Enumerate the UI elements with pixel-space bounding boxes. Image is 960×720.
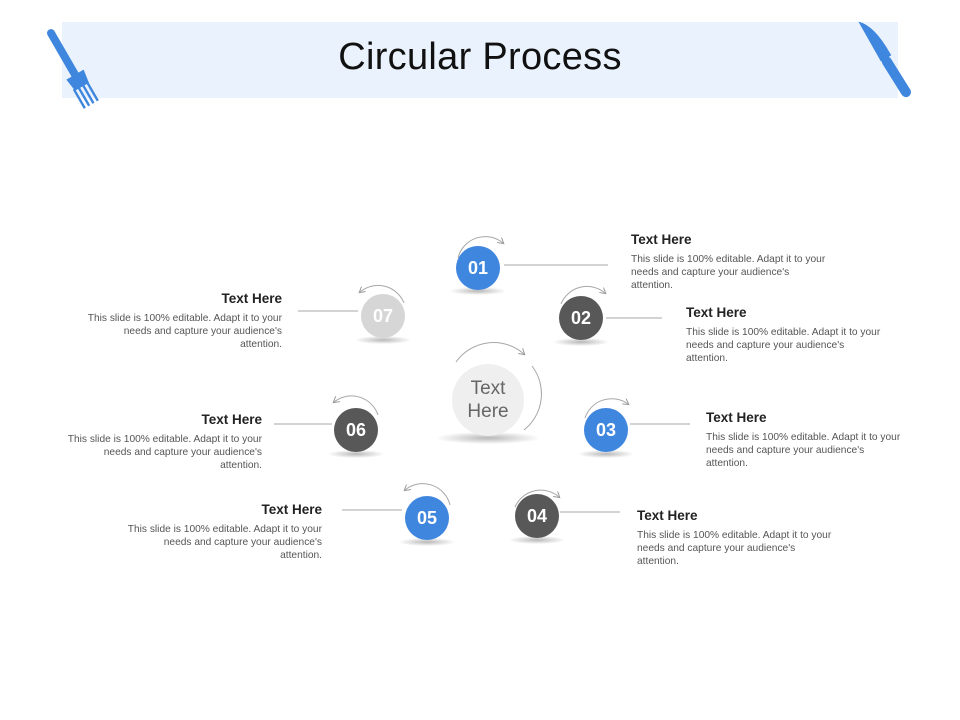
step-shadow [450, 287, 506, 295]
page-title: Circular Process [338, 36, 622, 78]
step-02-description: This slide is 100% editable. Adapt it to… [686, 327, 881, 364]
step-06-heading: Text Here [201, 412, 262, 427]
step-01-description: This slide is 100% editable. Adapt it to… [631, 254, 826, 291]
step-04-circle: 04 [515, 494, 559, 538]
knife-icon [858, 21, 911, 98]
step-shadow [578, 450, 634, 458]
step-06-circle: 06 [334, 408, 378, 452]
step-shadow [399, 538, 455, 546]
step-03-heading: Text Here [706, 410, 767, 425]
step-05-heading: Text Here [261, 502, 322, 517]
arrow-arc-02 [560, 286, 605, 305]
step-01-circle: 01 [456, 246, 500, 290]
arrow-arc-07 [360, 285, 405, 304]
step-shadow [509, 536, 565, 544]
step-04-heading: Text Here [637, 508, 698, 523]
step-01-text: Text Here This slide is 100% editable. A… [631, 232, 827, 292]
center-label-line2: Here [467, 401, 509, 422]
center-shadow [436, 432, 540, 444]
arrow-arc-01 [457, 236, 503, 259]
step-05-text: Text Here This slide is 100% editable. A… [126, 502, 322, 562]
step-03-circle: 03 [584, 408, 628, 452]
step-07-text: Text Here This slide is 100% editable. A… [86, 291, 282, 351]
step-05-circle: 05 [405, 496, 449, 540]
arrow-arc-03 [584, 398, 628, 419]
step-07-circle: 07 [361, 294, 405, 338]
step-06-description: This slide is 100% editable. Adapt it to… [67, 434, 262, 471]
title-banner [62, 22, 898, 98]
step-05-description: This slide is 100% editable. Adapt it to… [127, 524, 322, 561]
step-07-description: This slide is 100% editable. Adapt it to… [87, 313, 282, 350]
arrow-arc-06 [334, 395, 379, 416]
step-01-heading: Text Here [631, 232, 692, 247]
arrow-arc-center [455, 342, 524, 363]
step-shadow [553, 338, 609, 346]
step-shadow [328, 450, 384, 458]
step-03-text: Text Here This slide is 100% editable. A… [706, 410, 902, 470]
center-label-line1: Text [470, 378, 506, 399]
step-02-text: Text Here This slide is 100% editable. A… [686, 305, 882, 365]
step-shadow [355, 336, 411, 344]
step-06-text: Text Here This slide is 100% editable. A… [66, 412, 262, 472]
step-02-heading: Text Here [686, 305, 747, 320]
arrow-arc-05 [405, 483, 451, 506]
step-07-heading: Text Here [221, 291, 282, 306]
step-04-text: Text Here This slide is 100% editable. A… [637, 508, 833, 568]
step-02-circle: 02 [559, 296, 603, 340]
fork-icon [47, 29, 99, 109]
arrow-arc-04 [514, 489, 559, 508]
step-04-description: This slide is 100% editable. Adapt it to… [637, 530, 832, 567]
step-03-description: This slide is 100% editable. Adapt it to… [706, 432, 901, 469]
